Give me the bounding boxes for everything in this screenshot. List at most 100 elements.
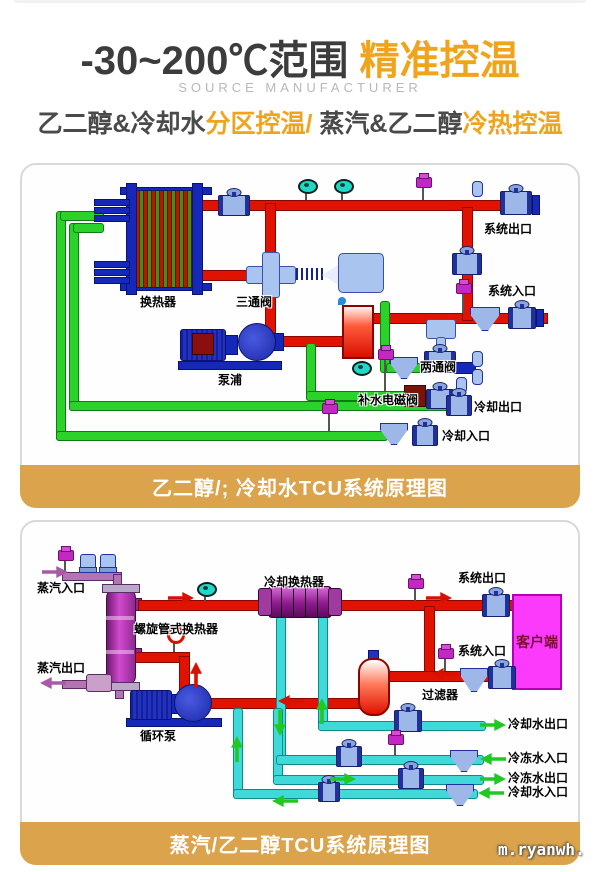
pump-base-icon: [178, 361, 282, 370]
flange-icon: [532, 195, 540, 215]
pump-volute-icon: [174, 684, 212, 722]
three-way-valve-vertical-icon: [262, 252, 280, 298]
label-spiral-heat-exchanger: 螺旋管式换热器: [134, 622, 219, 636]
sensor-stem: [444, 657, 446, 671]
diagram2-panel: 蒸汽入口 螺旋管式换热器 蒸汽出口 冷却换热器 系统出口 客户端: [20, 520, 580, 865]
page-title: -30~200℃范围 精准控温: [0, 28, 600, 86]
green-pipe-inner-top: [73, 223, 104, 233]
y-strainer-icon: [450, 750, 478, 772]
valve-icon: [336, 746, 362, 767]
pump-motor-block-icon: [192, 333, 214, 355]
system-outlet-valve-icon: [500, 191, 532, 215]
safety-valve-icon: [79, 554, 97, 573]
temperature-sensor-icon: [388, 730, 404, 745]
y-strainer-icon: [460, 668, 488, 692]
temperature-gauge-icon: [334, 179, 354, 194]
sensor-stem: [414, 587, 416, 601]
plate-hx-stub-6: [94, 277, 130, 284]
flow-arrow-icon: [478, 787, 504, 799]
sensor-stem: [422, 186, 424, 200]
label-system-inlet: 系统入口: [458, 644, 507, 658]
label-three-way-valve: 三通阀: [236, 295, 273, 309]
label-cooling-inlet: 冷却入口: [442, 429, 491, 443]
diagram1-caption: 乙二醇/; 冷却水TCU系统原理图: [20, 465, 580, 508]
balance-valve-icon: [452, 253, 482, 275]
gauge-stem: [341, 189, 343, 200]
diagram1-panel: 换热器 三通阀 泵浦 系统出口: [20, 163, 580, 508]
two-way-valve-icon: [424, 351, 456, 373]
y-strainer-icon: [390, 357, 418, 379]
y-strainer-icon: [380, 423, 408, 445]
label-system-outlet: 系统出口: [484, 222, 533, 236]
relief-fitting-icon: [472, 181, 483, 197]
pump-base-icon: [126, 718, 222, 727]
sensor-stem: [328, 412, 330, 431]
column-band: [106, 650, 134, 654]
green-pipe-cooling-inlet-line: [56, 431, 388, 441]
sensor-stem: [462, 293, 464, 313]
temperature-gauge-icon: [352, 361, 372, 376]
label-chilled-water-outlet: 冷冻水出口: [508, 771, 569, 785]
flange-icon: [536, 309, 544, 327]
label-filter: 过滤器: [422, 688, 459, 702]
label-heat-exchanger: 换热器: [140, 295, 177, 309]
label-system-inlet: 系统入口: [488, 284, 537, 298]
temperature-sensor-icon: [322, 399, 338, 414]
heater-tank: [358, 658, 390, 716]
cooling-hx-body: [268, 586, 332, 618]
diagram2-caption: 蒸汽/乙二醇TCU系统原理图: [20, 822, 580, 865]
temperature-gauge-icon: [197, 582, 217, 597]
plate-hx-right-column: [192, 183, 203, 295]
plate-hx-core: [135, 190, 194, 288]
cooling-hx-right-cap: [328, 588, 342, 616]
two-way-valve-actuator-icon: [426, 319, 456, 339]
spiral-hx-column: [106, 588, 136, 686]
safety-valve-icon: [99, 554, 117, 573]
tagline-part1: 乙二醇&冷却水: [37, 110, 206, 138]
temperature-sensor-icon: [408, 574, 424, 589]
temperature-gauge-icon: [298, 179, 318, 194]
column-band: [106, 616, 134, 620]
y-strainer-icon: [446, 784, 474, 806]
label-two-way-valve: 两通阀: [420, 360, 457, 374]
flow-arrow-icon: [480, 773, 506, 785]
plate-hx-stub-5: [94, 269, 130, 276]
client-box: 客户端: [512, 594, 562, 690]
label-system-outlet: 系统出口: [458, 571, 507, 585]
pressure-gauge-icon: [167, 626, 185, 644]
column-top-flange: [102, 584, 140, 593]
plate-hx-stub-2: [94, 207, 130, 214]
system-inlet-valve-icon: [488, 666, 516, 689]
watermark: m.ryanwh.: [498, 840, 585, 859]
plate-hx-stub-4: [94, 261, 130, 268]
title-accent-text: 精准控温: [359, 39, 520, 83]
title-range-text: -30~200℃范围: [80, 39, 349, 83]
tagline-part3: 蒸汽&乙二醇: [312, 110, 463, 138]
label-steam-inlet: 蒸汽入口: [37, 581, 86, 595]
actuator-cylinder-icon: [338, 253, 384, 293]
gate-valve-icon: [218, 195, 250, 216]
heater-tank: [342, 305, 374, 359]
sensor-stem: [64, 559, 66, 572]
pump-motor-icon: [130, 690, 172, 720]
gauge-stem: [305, 189, 307, 200]
label-makeup-solenoid-valve: 补水电磁阀: [358, 393, 419, 407]
system-outlet-valve-icon: [482, 594, 510, 617]
capsule-valve-icon: [472, 351, 483, 367]
cooling-outlet-valve-icon: [446, 395, 472, 416]
red-pipe-column-to-hx: [138, 600, 266, 611]
valve-icon: [398, 768, 424, 789]
cyan-chilled-water-outlet-line: [273, 775, 484, 785]
label-cooling-outlet: 冷却出口: [474, 400, 523, 414]
tagline: 乙二醇&冷却水分区控温/ 蒸汽&乙二醇冷热控温: [0, 104, 600, 140]
cooling-hx-left-cap: [258, 588, 272, 616]
plate-hx-left-column: [126, 183, 137, 295]
water-drop-icon: [338, 297, 346, 305]
pump-coupling-icon: [224, 335, 238, 355]
label-cooling-heat-exchanger: 冷却换热器: [264, 575, 325, 589]
actuator-spring-icon: [296, 268, 324, 280]
green-pipe-outer-vertical: [56, 211, 66, 441]
system-inlet-valve-icon: [508, 307, 536, 329]
flow-arrow-icon: [480, 753, 506, 765]
